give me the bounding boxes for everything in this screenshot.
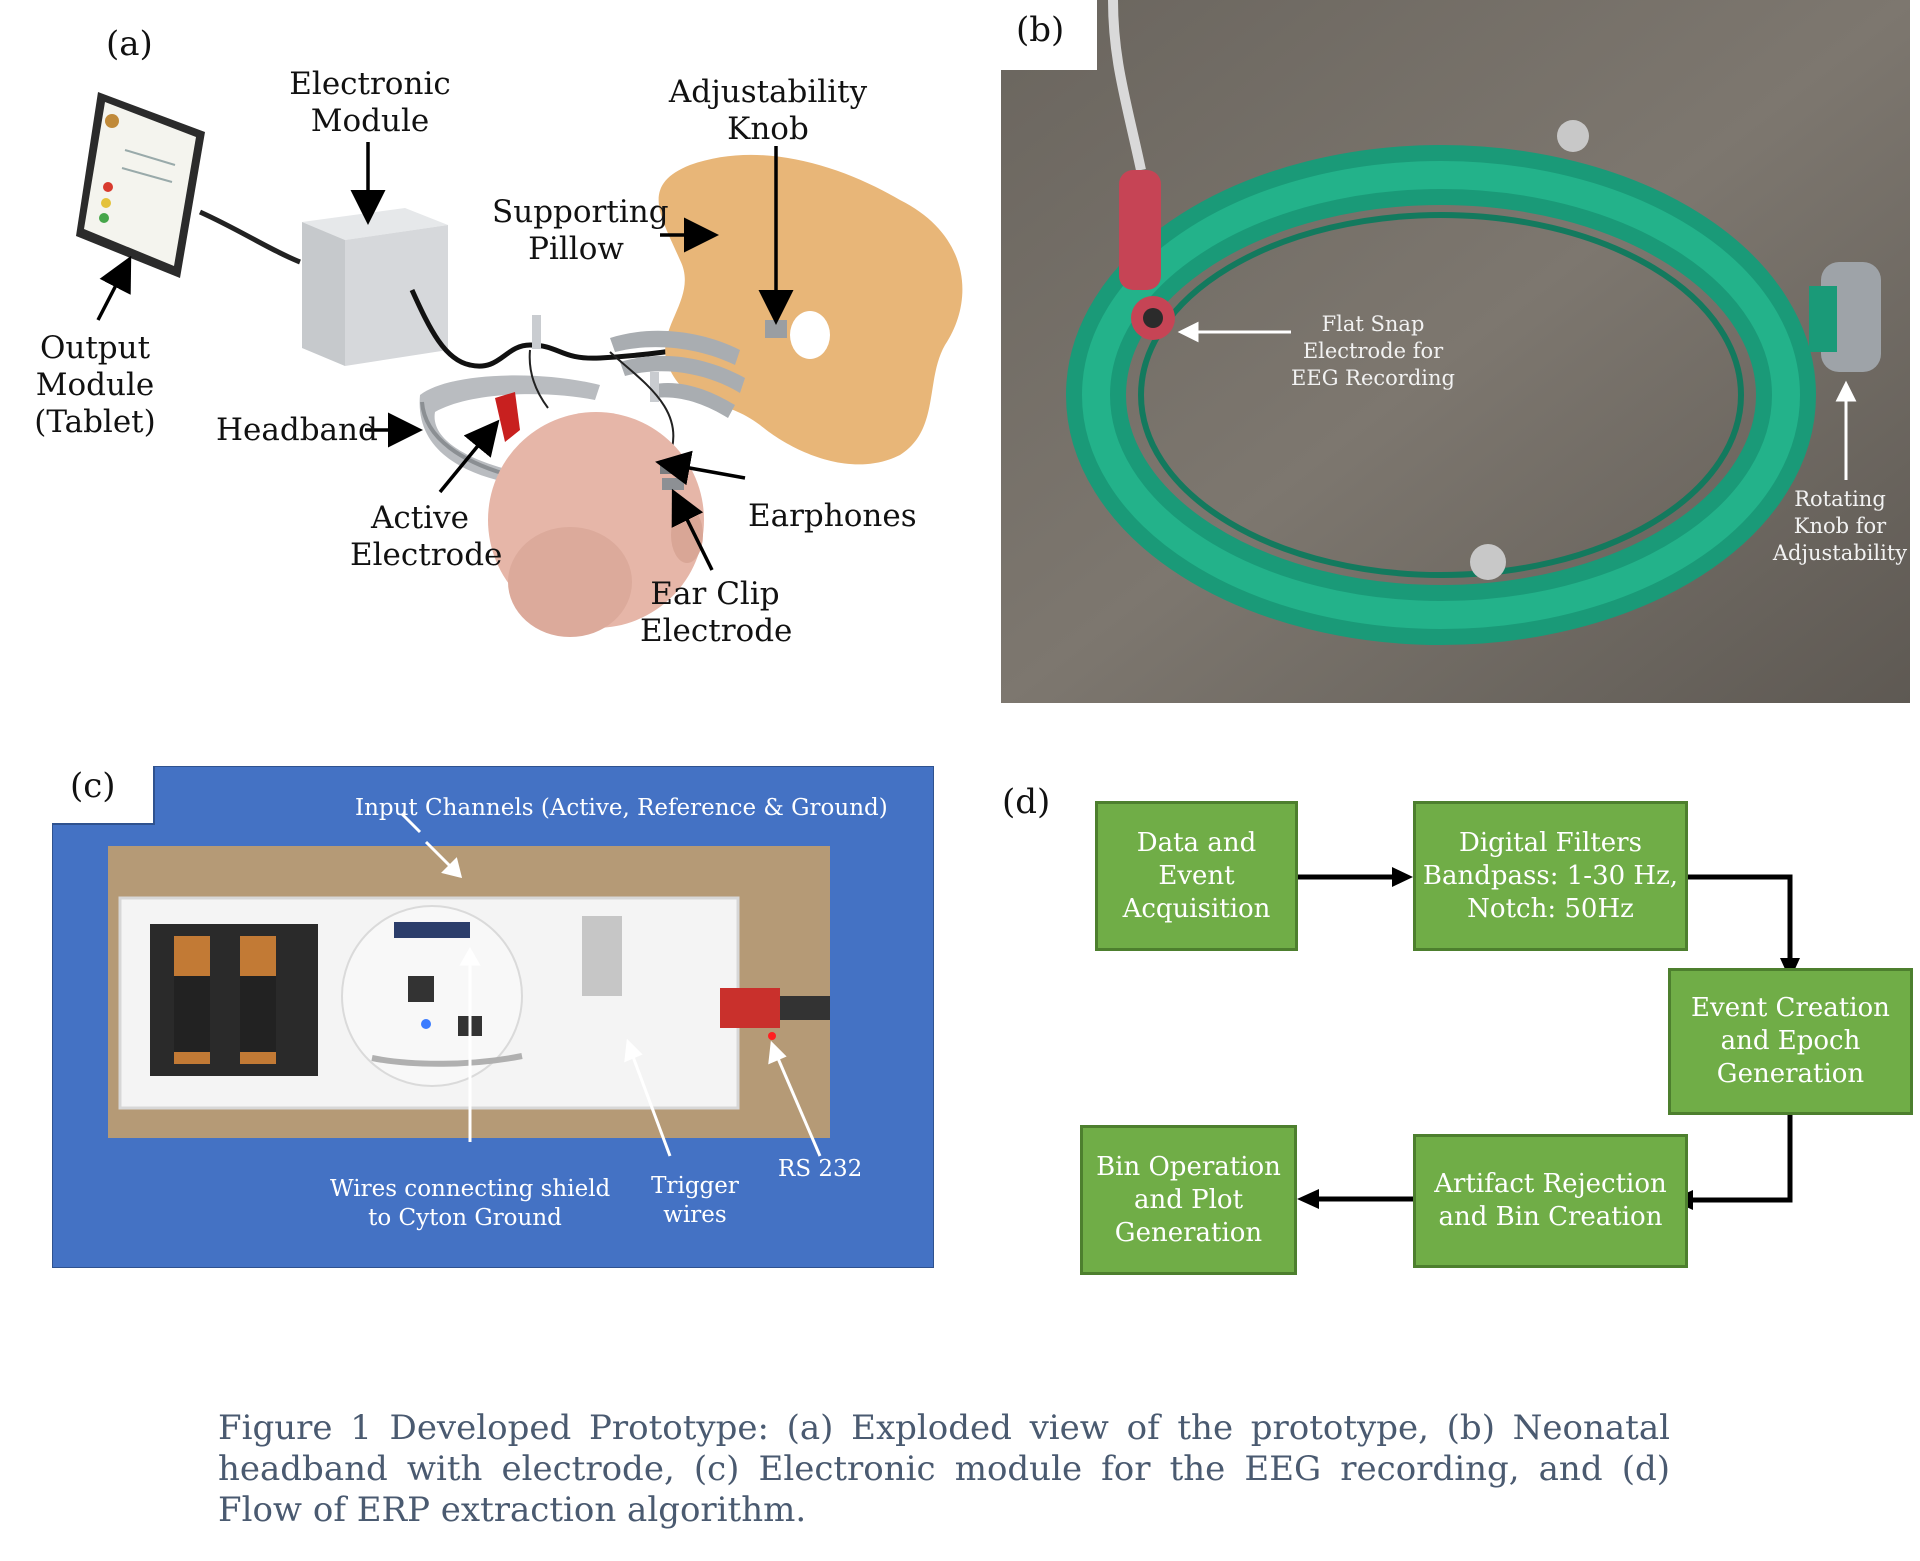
headband-photo <box>1001 0 1910 703</box>
panel-c-tag: (c) <box>70 766 116 806</box>
electronic-module-box <box>302 208 448 366</box>
electronic-module-photo <box>52 766 934 1268</box>
label-earphones: Earphones <box>748 498 917 534</box>
active-electrode-image <box>495 392 520 442</box>
baby-head-image <box>488 412 704 637</box>
label-output-module: Output Module (Tablet) <box>34 330 156 440</box>
label-wires-shield: Wires connecting shield to Cyton Ground <box>330 1176 611 1231</box>
ear-clip-image <box>662 478 684 490</box>
box-event-creation: Event Creation and Epoch Generation <box>1668 968 1913 1115</box>
label-supporting-pillow: Supporting Pillow <box>492 194 669 267</box>
panel-d-tag: (d) <box>1002 782 1051 822</box>
label-trigger-wires: Trigger wires <box>651 1173 739 1228</box>
label-ear-clip-electrode: Ear Clip Electrode <box>640 576 793 649</box>
flow-arrows <box>1297 867 1800 1210</box>
label-electronic-module: Electronic Module <box>289 66 451 139</box>
box-data-event-acquisition: Data and Event Acquisition <box>1095 801 1298 951</box>
box-artifact-rejection: Artifact Rejection and Bin Creation <box>1413 1134 1688 1268</box>
label-rotating-knob: Rotating Knob for Adjustability <box>1772 487 1908 565</box>
label-adjustability-knob: Adjustability Knob <box>668 74 868 147</box>
label-active-electrode: Active Electrode <box>350 500 503 573</box>
label-flat-snap-electrode: Flat Snap Electrode for EEG Recording <box>1291 312 1455 390</box>
panel-b-tag: (b) <box>1016 10 1065 50</box>
exploded-view-illustration <box>76 92 963 637</box>
label-headband: Headband <box>216 412 378 448</box>
pillow-image <box>658 154 963 465</box>
box-digital-filters: Digital Filters Bandpass: 1-30 Hz, Notch… <box>1413 801 1688 951</box>
label-input-channels: Input Channels (Active, Reference & Grou… <box>355 795 888 821</box>
box-bin-operation: Bin Operation and Plot Generation <box>1080 1125 1297 1275</box>
label-rs232: RS 232 <box>778 1156 863 1182</box>
tablet-image <box>76 92 205 278</box>
panel-a-tag: (a) <box>106 24 153 64</box>
figure-caption: Figure 1 Developed Prototype: (a) Explod… <box>218 1408 1670 1530</box>
